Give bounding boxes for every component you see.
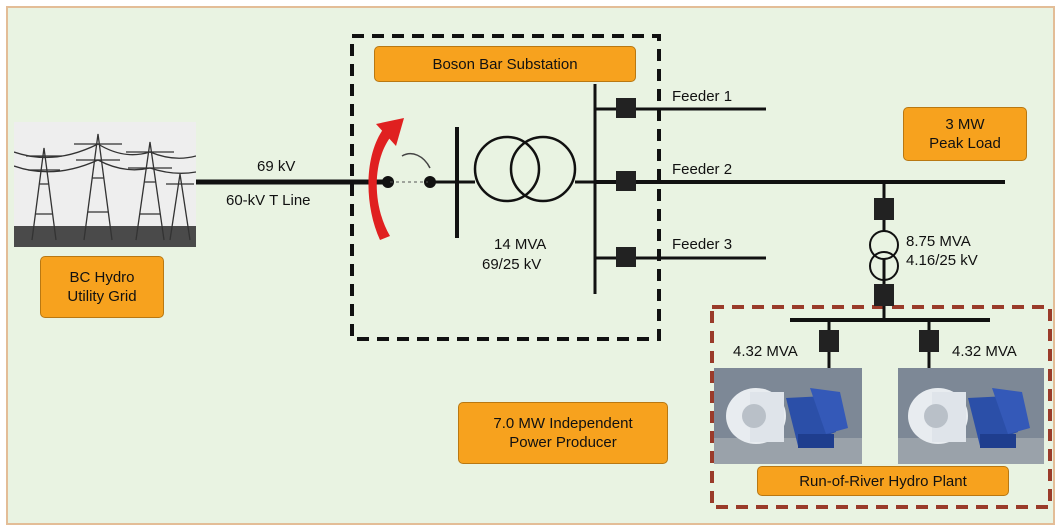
substation-boundary [350, 34, 661, 341]
feeder-1-label: Feeder 1 [672, 88, 733, 105]
ipp-transformer-ratio: 4.16/25 kV [906, 252, 978, 269]
grid-line-2: Utility Grid [67, 288, 137, 305]
grid-box: BC Hydro Utility Grid [40, 256, 164, 318]
ipp-transformer-rating: 8.75 MVA [906, 233, 971, 250]
main-transformer-ratio: 69/25 kV [482, 256, 542, 273]
ipp-line-2: Power Producer [509, 434, 617, 451]
ipp-transformer-symbol [869, 230, 899, 281]
plant-title: Run-of-River Hydro Plant [799, 472, 967, 490]
gen-right-breaker [919, 330, 939, 352]
generator-photo-left [714, 368, 862, 464]
feeder-3-label: Feeder 3 [672, 236, 733, 253]
peak-load-line-2: Peak Load [929, 135, 1001, 152]
feeder-3-breaker [616, 247, 636, 267]
peak-load-box: 3 MW Peak Load [903, 107, 1027, 161]
generator-left-rating: 4.32 MVA [733, 343, 798, 360]
grid-line-1: BC Hydro [69, 269, 135, 286]
ipp-breaker-lower [874, 284, 894, 306]
generator-right-rating: 4.32 MVA [952, 343, 1017, 360]
ipp-box: 7.0 MW Independent Power Producer [458, 402, 668, 464]
feeder-2-label: Feeder 2 [672, 161, 733, 178]
voltage-label: 69 kV [257, 158, 296, 175]
switch-arrow-icon [368, 118, 431, 240]
substation-title-box: Boson Bar Substation [374, 46, 636, 82]
ipp-line-1: 7.0 MW Independent [493, 415, 633, 432]
main-transformer-rating: 14 MVA [494, 236, 547, 253]
plant-boundary [710, 305, 1052, 509]
gen-left-breaker [819, 330, 839, 352]
feeder-1-breaker [616, 98, 636, 118]
switch-terminal-left [382, 176, 394, 188]
line-label: 60-kV T Line [226, 192, 311, 209]
transformer-symbol [473, 135, 577, 203]
substation-title: Boson Bar Substation [432, 55, 578, 73]
feeder-2-breaker [616, 171, 636, 191]
ipp-breaker-upper [874, 198, 894, 220]
generator-photo-right [898, 368, 1044, 464]
peak-load-line-1: 3 MW [945, 116, 985, 133]
plant-title-box: Run-of-River Hydro Plant [757, 466, 1009, 496]
transmission-tower-photo [14, 122, 196, 247]
